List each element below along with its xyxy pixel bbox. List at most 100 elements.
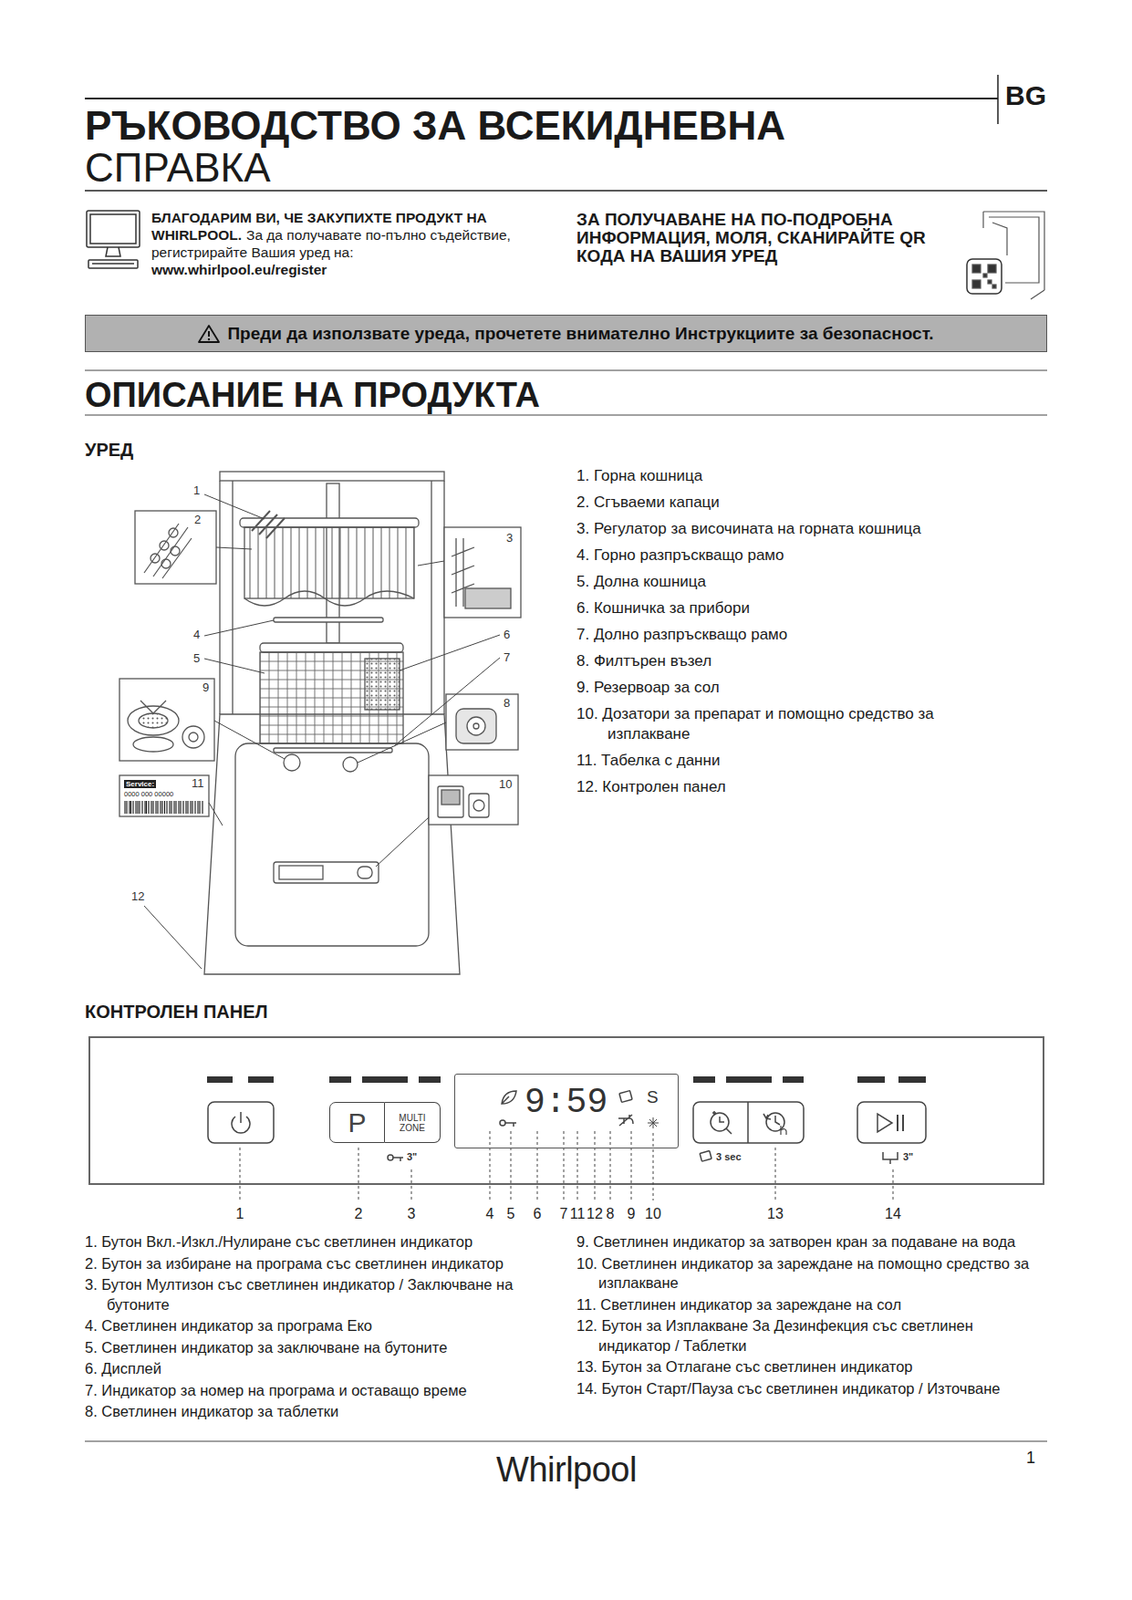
artwork-part <box>135 510 217 584</box>
artwork-part <box>407 1076 419 1083</box>
control-item: 10. Светлинен индикатор за зареждане на … <box>576 1254 1048 1294</box>
artwork-part <box>987 264 997 273</box>
artwork-part <box>394 657 500 747</box>
page-title: РЪКОВОДСТВО ЗА ВСЕКИДНЕВНА <box>84 103 786 148</box>
artwork-part <box>437 786 464 818</box>
artwork-part <box>119 678 215 761</box>
artwork-part <box>207 331 210 337</box>
artwork-part <box>446 694 519 750</box>
control-item: 8. Светлинен индикатор за таблетки <box>84 1402 555 1423</box>
text-line: www.whirlpool.eu/register <box>151 260 562 279</box>
page-number: 1 <box>1026 1448 1036 1467</box>
artwork-part <box>279 865 323 880</box>
artwork-part <box>763 1113 780 1125</box>
callout-number: 8 <box>606 1205 615 1223</box>
artwork-part <box>89 1037 1044 1184</box>
callout-dashes <box>239 1131 894 1201</box>
artwork-part <box>992 222 1008 256</box>
artwork-part <box>771 1076 783 1083</box>
callout-number: 3 <box>506 530 513 545</box>
callout-number: 12 <box>586 1205 603 1223</box>
artwork-part <box>170 546 180 556</box>
node-text: 9:59 <box>524 1083 608 1122</box>
note-text: www.whirlpool.eu/register <box>151 261 327 278</box>
artwork-part <box>219 471 445 481</box>
artwork-part <box>358 1147 360 1201</box>
control-item: 11. Светлинен индикатор за зареждане на … <box>576 1295 1048 1316</box>
computer-icon <box>86 210 140 269</box>
artwork-part <box>119 775 209 817</box>
callout-number: 9 <box>202 680 209 695</box>
control-item: 2. Бутон за избиране на програма със све… <box>84 1254 555 1275</box>
artwork-part <box>232 1076 249 1083</box>
callout-number: 6 <box>503 627 510 642</box>
artwork-part <box>84 415 1048 416</box>
artwork-part <box>882 1152 898 1164</box>
control-list: 9. Светлинен индикатор за затворен кран … <box>576 1232 1048 1401</box>
callout-number: 10 <box>498 777 512 791</box>
program-button: P <box>329 1101 385 1143</box>
language-code: BG <box>1005 80 1047 112</box>
registration-note: БЛАГОДАРИМ ВИ, ЧЕ ЗАКУПИХТЕ ПРОДУКТ НАWH… <box>151 208 562 279</box>
artwork-part <box>208 802 223 826</box>
callout-number: 7 <box>560 1205 569 1223</box>
node-text: P <box>347 1108 366 1138</box>
leader-lines <box>144 494 500 969</box>
callout-number: 5 <box>193 651 200 665</box>
artwork-part <box>357 722 447 763</box>
artwork-part <box>618 1114 634 1126</box>
rules <box>84 74 1048 1442</box>
artwork-part <box>983 273 987 278</box>
control-panel-artwork <box>89 1037 1044 1184</box>
artwork-part <box>693 1101 804 1143</box>
artwork-part <box>188 732 198 742</box>
artwork-part <box>501 1090 517 1104</box>
artwork-part <box>428 775 519 825</box>
artwork-part <box>204 494 265 520</box>
control-item: 3. Бутон Мултизон със светлинен индикато… <box>84 1275 555 1315</box>
artwork-part <box>505 1122 517 1127</box>
part-item: 4. Горно разпръскващо рамо <box>576 545 969 566</box>
sub-heading: УРЕД <box>84 438 134 461</box>
part-item: 2. Сгъваеми капаци <box>576 492 969 513</box>
artwork-part <box>84 370 1048 372</box>
artwork-part <box>417 560 445 566</box>
artwork-part <box>204 658 265 674</box>
artwork-part <box>259 652 404 744</box>
artwork-part <box>577 1131 579 1201</box>
artwork-part <box>273 861 379 883</box>
artwork-part <box>144 523 192 579</box>
callout-number: 11 <box>570 1205 586 1223</box>
artwork-part <box>393 1157 404 1162</box>
artwork-part <box>88 259 138 269</box>
plate-text: 0000 000 00000 <box>124 789 174 799</box>
artwork-part <box>198 325 219 343</box>
callout-number: 12 <box>131 889 145 904</box>
artwork-part <box>966 259 1002 294</box>
artwork-part <box>150 553 160 563</box>
artwork-part <box>473 799 485 811</box>
text-line: БЛАГОДАРИМ ВИ, ЧЕ ЗАКУПИХТЕ ПРОДУКТ НА <box>151 208 562 227</box>
artwork-part <box>182 726 205 748</box>
artwork-part <box>877 1113 893 1132</box>
artwork-part <box>699 1151 712 1163</box>
artwork-part <box>364 658 400 710</box>
warning-band: Преди да използвате уреда, прочетете вни… <box>84 314 1048 353</box>
control-item: 5. Светлинен индикатор за заключване на … <box>84 1338 555 1359</box>
artwork-part <box>159 540 169 551</box>
artwork-part <box>893 1169 894 1201</box>
artwork-part <box>468 793 489 818</box>
artwork-part <box>775 1147 777 1201</box>
artwork-part <box>693 1076 804 1083</box>
artwork-part <box>235 743 429 946</box>
artwork-part <box>375 817 429 867</box>
section-heading: ОПИСАНИЕ НА ПРОДУКТА <box>84 375 541 415</box>
artwork-part <box>715 1076 727 1083</box>
artwork-part <box>996 74 999 125</box>
artwork-part <box>441 789 460 805</box>
brand-logo: Whirlpool <box>496 1450 637 1489</box>
callout-number: 2 <box>354 1205 364 1223</box>
artwork-part <box>610 1131 612 1201</box>
hold-time: 3 sec <box>716 1151 742 1164</box>
artwork-part <box>594 1131 596 1201</box>
